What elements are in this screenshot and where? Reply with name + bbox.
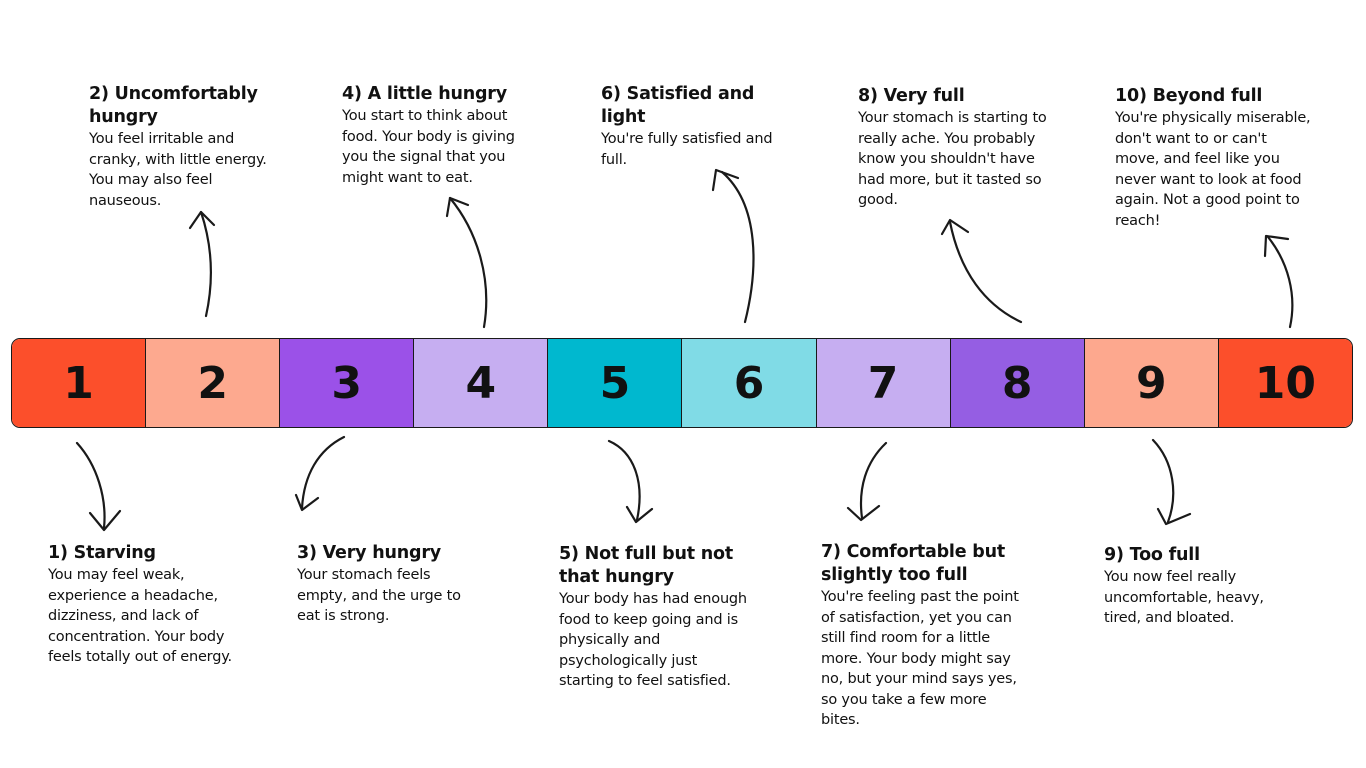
scale-cell-9: 9 [1084, 339, 1219, 427]
level-title: 5) Not full but not that hungry [559, 544, 734, 587]
scale-cell-10: 10 [1218, 339, 1352, 427]
level-title: 1) Starving [48, 543, 156, 563]
arrow-down-9-icon [1151, 438, 1192, 526]
level-4-description: 4) A little hungry You start to think ab… [342, 83, 537, 188]
arrow-up-6-icon [711, 168, 755, 324]
arrow-up-8-icon [940, 218, 1023, 324]
level-title: 6) Satisfied and light [601, 84, 755, 127]
level-title: 9) Too full [1104, 545, 1200, 565]
level-body: You now feel really uncomfortable, heavy… [1104, 569, 1264, 626]
level-9-description: 9) Too full You now feel really uncomfor… [1104, 544, 1289, 629]
arrow-up-10-icon [1263, 234, 1294, 329]
level-title: 4) A little hungry [342, 84, 507, 104]
arrow-down-3-icon [294, 435, 346, 512]
scale-cell-6: 6 [682, 339, 817, 427]
scale-number: 4 [465, 357, 497, 409]
scale-cell-5: 5 [548, 339, 683, 427]
level-2-description: 2) Uncomfortably hungry You feel irritab… [89, 83, 269, 211]
level-title: 2) Uncomfortably hungry [89, 84, 258, 127]
arrow-down-1-icon [75, 441, 122, 532]
level-8-description: 8) Very full Your stomach is starting to… [858, 85, 1053, 211]
scale-number: 1 [63, 357, 94, 409]
level-5-description: 5) Not full but not that hungry Your bod… [559, 543, 754, 692]
level-body: You may feel weak, experience a headache… [48, 567, 232, 665]
level-title: 3) Very hungry [297, 543, 441, 563]
scale-number: 2 [197, 357, 228, 409]
scale-number: 3 [331, 357, 363, 409]
level-6-description: 6) Satisfied and light You're fully sati… [601, 83, 791, 170]
scale-cell-4: 4 [414, 339, 549, 427]
arrow-down-5-icon [607, 439, 654, 524]
scale-cell-2: 2 [146, 339, 281, 427]
scale-cell-8: 8 [950, 339, 1085, 427]
arrow-up-2-icon [188, 210, 216, 318]
level-3-description: 3) Very hungry Your stomach feels empty,… [297, 542, 482, 627]
scale-number: 5 [599, 357, 631, 409]
level-7-description: 7) Comfortable but slightly too full You… [821, 541, 1021, 731]
scale-cell-1: 1 [12, 339, 147, 427]
hunger-scale-bar: 1 2 3 4 5 6 7 8 9 10 [11, 338, 1353, 428]
level-title: 7) Comfortable but slightly too full [821, 542, 1006, 585]
level-1-description: 1) Starving You may feel weak, experienc… [48, 542, 238, 668]
level-body: You feel irritable and cranky, with litt… [89, 131, 267, 209]
level-body: You're fully satisfied and full. [601, 131, 773, 168]
level-body: You start to think about food. Your body… [342, 108, 515, 186]
scale-number: 6 [733, 357, 765, 409]
scale-cell-3: 3 [280, 339, 415, 427]
level-title: 10) Beyond full [1115, 86, 1263, 106]
level-body: You're physically miserable, don't want … [1115, 110, 1311, 229]
scale-number: 7 [867, 357, 899, 409]
scale-number: 9 [1135, 357, 1167, 409]
arrow-up-4-icon [445, 196, 488, 329]
level-title: 8) Very full [858, 86, 965, 106]
level-body: You're feeling past the point of satisfa… [821, 589, 1019, 728]
level-body: Your body has had enough food to keep go… [559, 591, 747, 689]
level-10-description: 10) Beyond full You're physically misera… [1115, 85, 1315, 231]
level-body: Your stomach feels empty, and the urge t… [297, 567, 461, 624]
arrow-down-7-icon [846, 441, 888, 522]
scale-cell-7: 7 [816, 339, 951, 427]
scale-number: 10 [1254, 357, 1316, 409]
level-body: Your stomach is starting to really ache.… [858, 110, 1047, 208]
scale-number: 8 [1001, 357, 1033, 409]
